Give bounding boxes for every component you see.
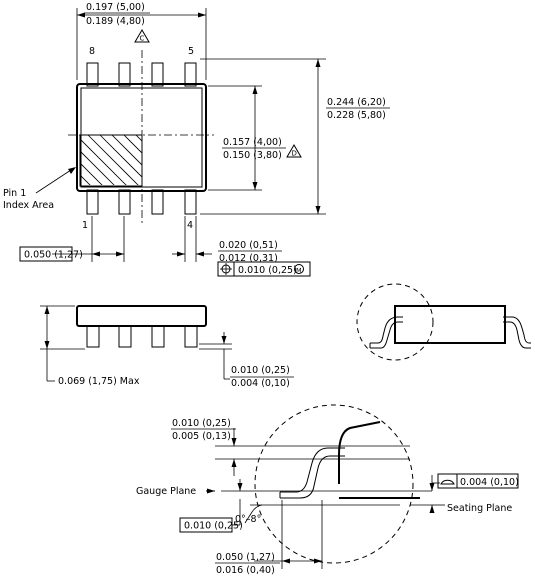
side-body [76,305,207,327]
package-body-inner [80,87,203,188]
position-tolerance-box [217,261,311,277]
pin-5-label: 5 [188,46,194,57]
pin-4-label: 4 [187,220,193,231]
pin1-index-hatch [80,135,142,185]
package-body [76,83,207,192]
profile-icon [440,479,455,485]
body-width-min: 0.150 (3,80) [223,150,282,161]
note-triangle-d [286,144,302,158]
pitch-value: 0.050 (1,27) [24,250,83,261]
top-view [35,8,326,262]
side-view [40,305,232,382]
note-triangle-c [134,29,150,43]
pin-top-8 [86,62,99,87]
note-d-label: D [292,150,297,158]
foot-length-max: 0.050 (1,27) [216,552,275,563]
pin-bottom-2 [118,189,131,215]
standoff-max: 0.010 (0,25) [231,365,290,376]
pin-bottom-3 [151,189,164,215]
pitch-box [19,246,73,262]
mmc-label: M [296,267,302,275]
angle-value: 0°–8° [235,514,261,525]
lead-thickness-min: 0.005 (0,13) [172,431,231,442]
foot-length-min: 0.016 (0,40) [216,565,275,576]
pin-top-7 [118,62,131,87]
note-c-label: C [140,35,145,43]
pin-top-6 [151,62,164,87]
width-max: 0.197 (5,00) [86,2,145,13]
width-min: 0.189 (4,80) [86,16,145,27]
seating-plane-label: Seating Plane [447,503,512,514]
height-max: 0.069 (1,75) Max [58,376,140,387]
pin1-label: Pin 1 [3,188,26,199]
gauge-value-box [179,517,233,533]
mmc-circle [294,264,304,274]
lead-detail-large [206,404,445,569]
index-area-label: Index Area [3,200,54,211]
gauge-value: 0.010 (0,25) [184,521,243,532]
gauge-plane-label: Gauge Plane [136,486,196,497]
pin-bottom-4 [184,189,197,215]
position-tolerance-value: 0.010 (0,25) [238,265,297,276]
lead-detail-small [356,283,531,361]
lead-thickness-max: 0.010 (0,25) [172,418,231,429]
coplanarity-value: 0.004 (0,10) [460,477,519,488]
pin-top-5 [184,62,197,87]
pin-bottom-1 [86,189,99,215]
lead-width-max: 0.020 (0,51) [219,240,278,251]
height-outer-min: 0.228 (5,80) [327,110,386,121]
lead-width-min: 0.012 (0,31) [219,253,278,264]
height-outer-max: 0.244 (6,20) [327,97,386,108]
coplanarity-box [437,473,519,489]
pin-8-label: 8 [89,46,95,57]
standoff-min: 0.004 (0,10) [231,378,290,389]
body-width-max: 0.157 (4,00) [223,137,282,148]
detail-body [394,305,506,344]
pin-1-label: 1 [82,220,88,231]
